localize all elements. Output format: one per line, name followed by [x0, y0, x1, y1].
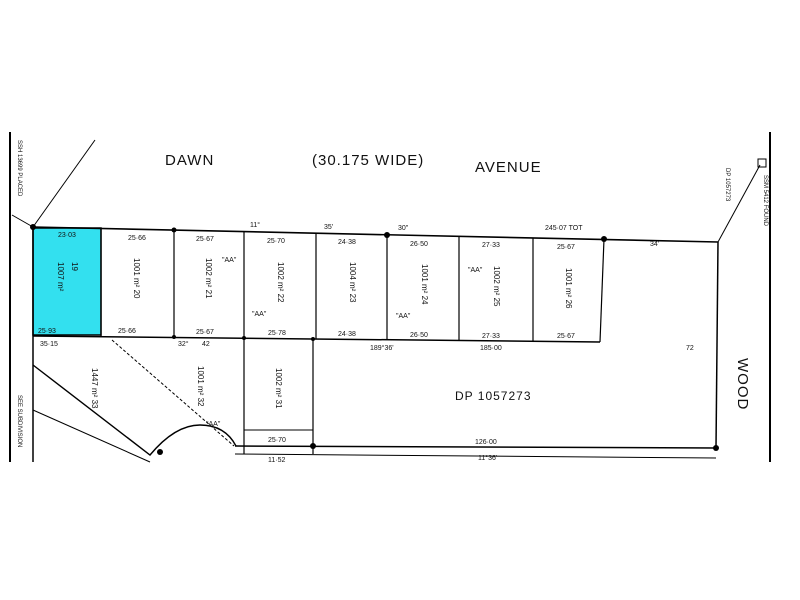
easement-aa-2: "AA": [252, 311, 267, 318]
bearing-mid-val: 42: [202, 341, 210, 348]
survey-marks: [30, 224, 719, 455]
dim-left-mid: 35·15: [40, 341, 58, 348]
left-ref-b: SEE SUBDIVISION: [16, 395, 22, 447]
lot-19-highlight[interactable]: [32, 227, 102, 336]
lot-19-number: 19: [70, 262, 79, 271]
dim-top-23: 24·38: [338, 239, 356, 246]
lot-21-label: 1002 m² 21: [204, 258, 213, 299]
road-name-avenue: AVENUE: [475, 159, 542, 176]
road-width: (30.175 WIDE): [312, 152, 424, 169]
bearing-min: 35': [324, 224, 333, 231]
left-ref-a: SSH 13699 PLACED: [16, 140, 22, 197]
dim-mid-26: 25·67: [557, 333, 575, 340]
deposited-plan-label: DP 1057273: [455, 389, 532, 403]
easement-aa-5: "AA": [468, 267, 483, 274]
lot-26-label: 1001 m² 26: [564, 268, 573, 309]
easement-aa-1: "AA": [222, 257, 237, 264]
dim-top-19: 23·03: [58, 232, 76, 239]
dim-top-total: 245·07 TOT: [545, 225, 583, 232]
dim-mid-25: 27·33: [482, 333, 500, 340]
dim-top-26: 25·67: [557, 244, 575, 251]
lot-19-area: 1007 m²: [56, 262, 65, 292]
lot-22-label: 1002 m² 22: [276, 262, 285, 303]
dim-mid-20: 25·66: [118, 328, 136, 335]
bearing-mid-deg: 32°: [178, 340, 189, 348]
bearing-sec: 30": [398, 225, 409, 232]
dim-top-25: 27·33: [482, 242, 500, 249]
lot-20-label: 1001 m² 20: [132, 258, 141, 299]
dim-mid-21: 25·67: [196, 329, 214, 336]
dim-top-24: 26·50: [410, 241, 428, 248]
easement-aa-4: "AA": [206, 421, 221, 428]
right-ref-b: DP 1057273: [724, 168, 730, 202]
lot-32-label: 1001 m² 32: [196, 366, 205, 407]
right-ref-a: SSM 5412 FOUND: [762, 175, 768, 227]
dim-top-22: 25·70: [267, 238, 285, 245]
bearing-right: 34': [650, 241, 659, 248]
dim-mid-19: 25·93: [38, 328, 56, 335]
bearing-bottom: 11°36': [478, 454, 497, 462]
dim-right-side: 72: [686, 345, 694, 352]
road-name-dawn: DAWN: [165, 152, 214, 169]
road-name-wood: WOOD: [734, 358, 751, 410]
dim-mid-22: 25·78: [268, 330, 286, 337]
lot-25-label: 1002 m² 25: [492, 266, 501, 307]
easement-aa-3: "AA": [396, 313, 411, 320]
dim-top-21: 25·67: [196, 236, 214, 243]
dim-mid-right: 185·00: [480, 345, 502, 352]
dim-bottom-b: 11·52: [268, 457, 285, 464]
bearing-deg: 11°: [250, 221, 260, 229]
lot-24-label: 1001 m² 24: [420, 264, 429, 305]
lot-23-label: 1004 m² 23: [348, 262, 357, 303]
dim-mid-23: 24·38: [338, 331, 356, 338]
dim-mid-24: 26·50: [410, 332, 428, 339]
lot-33-label: 1447 m² 33: [90, 368, 99, 409]
bearing-mid-right: 189°36': [370, 344, 394, 352]
dim-bottom-a: 25·70: [268, 437, 286, 444]
plan-linework: [9, 132, 771, 463]
dim-bottom-right: 126·00: [475, 439, 497, 446]
lot-31-label: 1002 m² 31: [274, 368, 283, 409]
dim-top-20: 25·66: [128, 235, 146, 242]
